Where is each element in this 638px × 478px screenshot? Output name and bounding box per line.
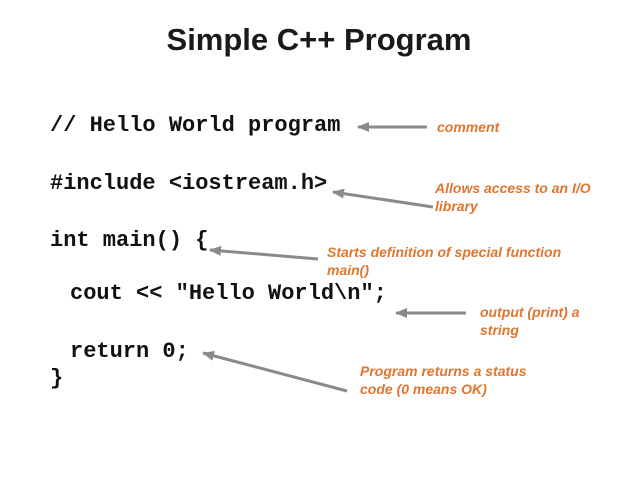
annotation-output: output (print) a string bbox=[480, 304, 580, 338]
code-line-include: #include <iostream.h> bbox=[50, 171, 328, 196]
code-line-main: int main() { bbox=[50, 228, 209, 253]
arrow-main-icon bbox=[209, 245, 319, 261]
arrow-return-icon bbox=[202, 350, 348, 393]
code-line-closebrace: } bbox=[50, 366, 64, 391]
annotation-return: Program returns a status code (0 means O… bbox=[360, 363, 527, 397]
annotation-main: Starts definition of special function ma… bbox=[327, 244, 562, 278]
arrow-include-icon bbox=[332, 188, 434, 209]
code-line-cout: cout << "Hello World\n"; bbox=[70, 281, 387, 306]
slide-title: Simple C++ Program bbox=[166, 22, 472, 57]
code-line-return: return 0; bbox=[70, 339, 189, 364]
code-line-comment: // Hello World program bbox=[50, 113, 341, 138]
annotation-comment: comment bbox=[437, 119, 500, 135]
annotation-include: Allows access to an I/O library bbox=[435, 180, 591, 214]
